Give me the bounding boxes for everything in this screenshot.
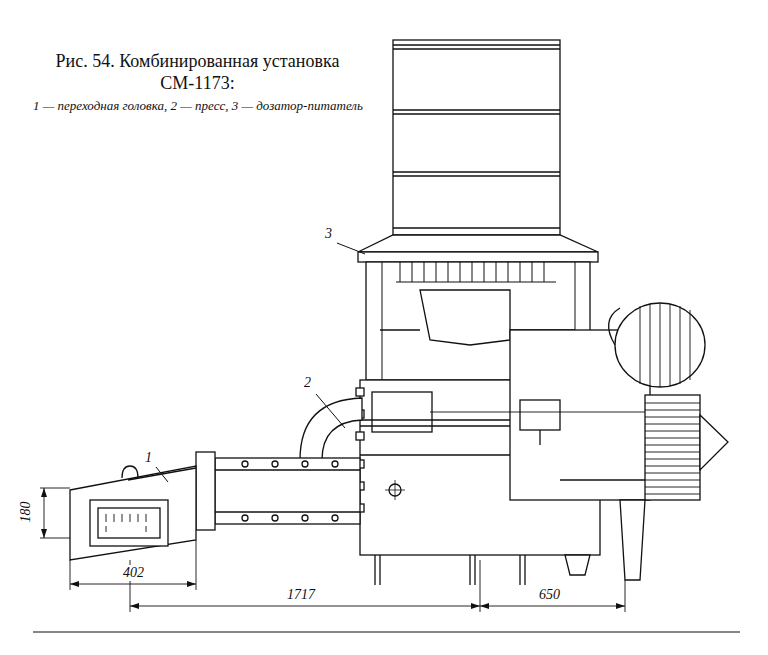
callout-number: 2 bbox=[303, 375, 312, 391]
figure-caption: 1 — переходная головка, 2 — пресс, 3 — д… bbox=[33, 98, 363, 114]
figure-title: Рис. 54. Комбинированная установка СМ-11… bbox=[30, 50, 365, 94]
dimension-text: 1717 bbox=[286, 587, 316, 603]
callout-number: 1 bbox=[144, 450, 153, 466]
dimension-text: 650 bbox=[538, 587, 561, 603]
dimension-text: 180 bbox=[18, 501, 34, 524]
callout-number: 3 bbox=[324, 226, 333, 242]
dimension-text: 402 bbox=[122, 565, 145, 581]
